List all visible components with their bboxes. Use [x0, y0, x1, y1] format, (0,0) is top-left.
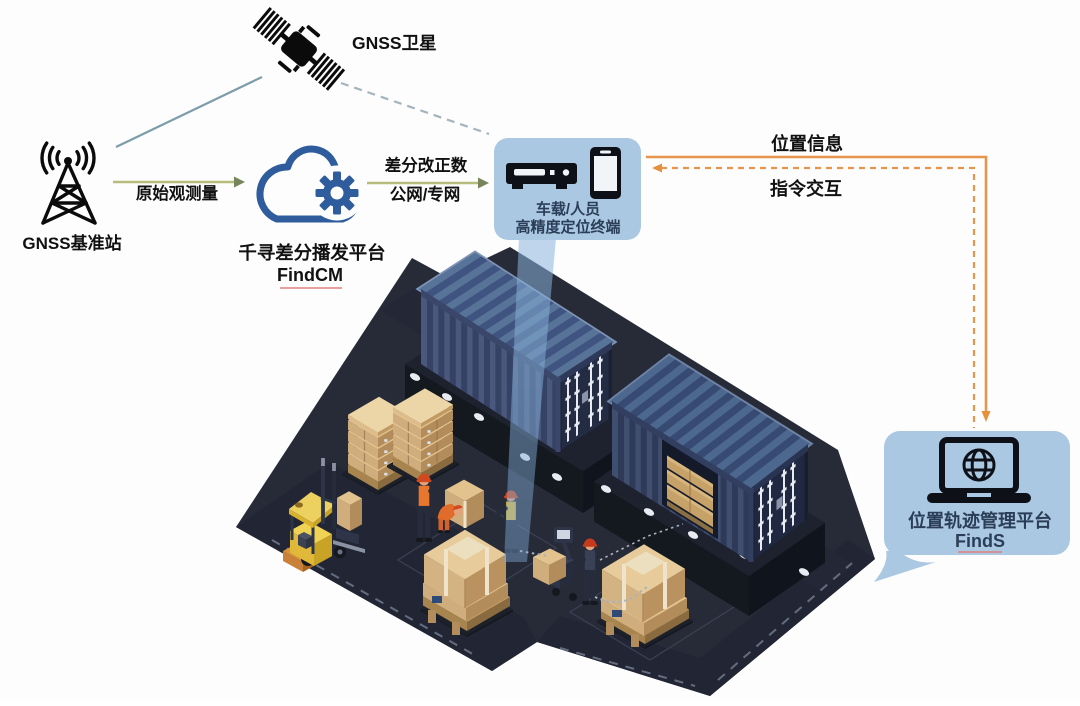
svg-text:原始观测量: 原始观测量 — [136, 184, 218, 203]
svg-text:位置轨迹管理平台: 位置轨迹管理平台 — [908, 510, 1052, 531]
svg-text:高精度定位终端: 高精度定位终端 — [515, 218, 620, 236]
svg-text:差分改正数: 差分改正数 — [385, 155, 468, 175]
svg-text:FindS: FindS — [955, 531, 1005, 551]
svg-text:千寻差分播发平台: 千寻差分播发平台 — [238, 242, 385, 263]
svg-text:指令交互: 指令交互 — [770, 178, 842, 199]
svg-text:公网/专网: 公网/专网 — [390, 184, 461, 204]
svg-text:位置信息: 位置信息 — [771, 133, 843, 154]
svg-text:GNSS卫星: GNSS卫星 — [352, 33, 437, 53]
svg-text:车载/人员: 车载/人员 — [536, 200, 600, 218]
svg-text:GNSS基准站: GNSS基准站 — [22, 233, 121, 253]
svg-text:FindCM: FindCM — [277, 265, 343, 285]
